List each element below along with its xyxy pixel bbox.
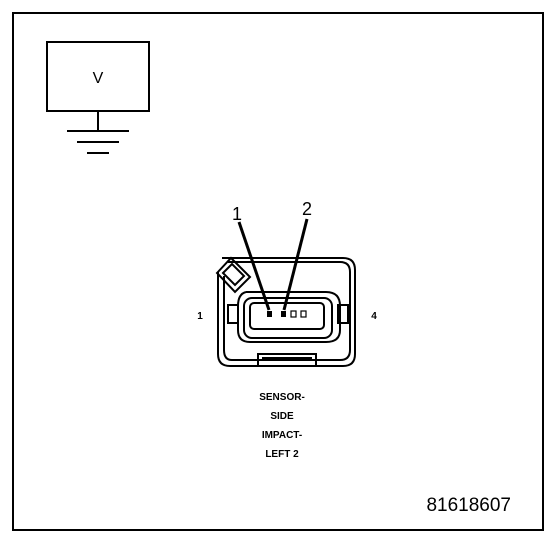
terminal-cavity-outer xyxy=(237,291,341,343)
connector-name: SENSOR- SIDE IMPACT- LEFT 2 xyxy=(259,392,305,460)
connector-name-line-3: IMPACT- xyxy=(262,430,302,441)
latch-tab-inner xyxy=(221,262,246,287)
ground-icon xyxy=(67,130,129,154)
pin-end-label-left: 1 xyxy=(197,311,203,322)
voltmeter-label: V xyxy=(93,70,104,87)
figure-number: 81618607 xyxy=(426,495,511,516)
terminal-block xyxy=(249,302,325,330)
bottom-key xyxy=(257,353,317,366)
left-lock-nub xyxy=(227,304,239,324)
right-lock-nub xyxy=(337,304,349,324)
callout-1-leader xyxy=(237,221,271,311)
pin-2 xyxy=(281,311,286,317)
connector-housing-inner xyxy=(223,261,351,361)
voltmeter-symbol: V xyxy=(46,41,150,154)
pin-1 xyxy=(267,311,272,317)
callout-2-label: 2 xyxy=(302,199,312,219)
callout-2-leader xyxy=(282,218,309,311)
figure-border xyxy=(12,12,544,531)
pin-3 xyxy=(290,310,297,318)
latch-tab xyxy=(215,256,252,294)
pin-4 xyxy=(300,310,307,318)
connector-name-line-4: LEFT 2 xyxy=(265,449,299,460)
pin-end-label-right: 4 xyxy=(371,311,377,322)
terminal-pins xyxy=(267,310,307,318)
connector-name-line-1: SENSOR- xyxy=(259,392,305,403)
connector-housing xyxy=(217,257,356,367)
callout-1-label: 1 xyxy=(232,204,242,224)
connector-name-line-2: SIDE xyxy=(270,411,294,422)
